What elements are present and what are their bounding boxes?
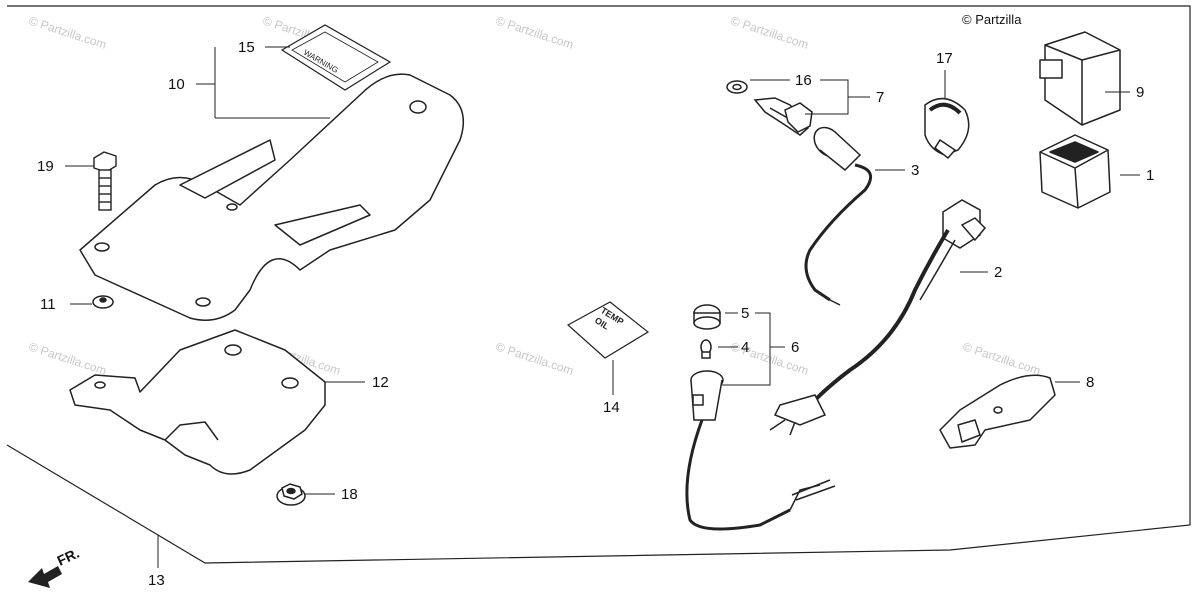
callout-17: 17: [936, 50, 953, 67]
callout-19: 19: [37, 158, 54, 175]
callout-13: 13: [148, 572, 165, 589]
watermark: © Partzilla.com: [27, 14, 108, 52]
callout-7: 7: [876, 89, 884, 106]
callout-numbers: 1 2 3 4 5 6 7 8 9 10 11 12 13 14 15 16 1…: [37, 39, 1154, 589]
callout-15: 15: [238, 39, 255, 56]
washer: [92, 295, 114, 309]
copyright-text: © Partzilla: [962, 12, 1022, 27]
front-direction-arrow: FR.: [28, 545, 82, 588]
leader-lines: [65, 46, 1140, 568]
watermark: © Partzilla.com: [494, 340, 575, 378]
temperature-sender: [726, 80, 813, 136]
callout-16: 16: [795, 72, 812, 89]
front-label: FR.: [55, 545, 82, 569]
callout-18: 18: [341, 486, 358, 503]
callout-3: 3: [911, 162, 919, 179]
watermark: © Partzilla.com: [729, 14, 810, 52]
mounting-plate: [939, 374, 1056, 449]
watermark: © Partzilla.com: [961, 340, 1042, 378]
flange-nut: [276, 483, 306, 506]
callout-11: 11: [40, 296, 56, 313]
control-unit: [1039, 31, 1121, 126]
heat-shield-bracket: [79, 73, 465, 321]
callout-14: 14: [603, 399, 620, 416]
lower-bracket: [69, 329, 326, 475]
watermark: © Partzilla.com: [27, 340, 108, 378]
rubber-holder: [1039, 134, 1111, 209]
callout-2: 2: [994, 264, 1002, 281]
callout-5: 5: [741, 305, 749, 322]
callout-12: 12: [372, 374, 389, 391]
callout-6: 6: [791, 339, 799, 356]
sender-cable: [804, 126, 873, 306]
warning-label-decal: WARNING: [280, 24, 392, 91]
wire-harness: [769, 199, 987, 436]
boundary-outline: [6, 5, 1191, 564]
callout-4: 4: [741, 339, 749, 356]
indicator-socket-assembly: [685, 304, 836, 531]
callout-8: 8: [1086, 374, 1094, 391]
cable-clamp: [924, 97, 970, 160]
bolt: [93, 151, 117, 211]
callout-9: 9: [1136, 84, 1144, 101]
oil-temp-decal: OIL TEMP: [566, 301, 650, 359]
watermark: © Partzilla.com: [494, 14, 575, 52]
callout-1: 1: [1146, 167, 1154, 184]
callout-10: 10: [168, 76, 185, 93]
